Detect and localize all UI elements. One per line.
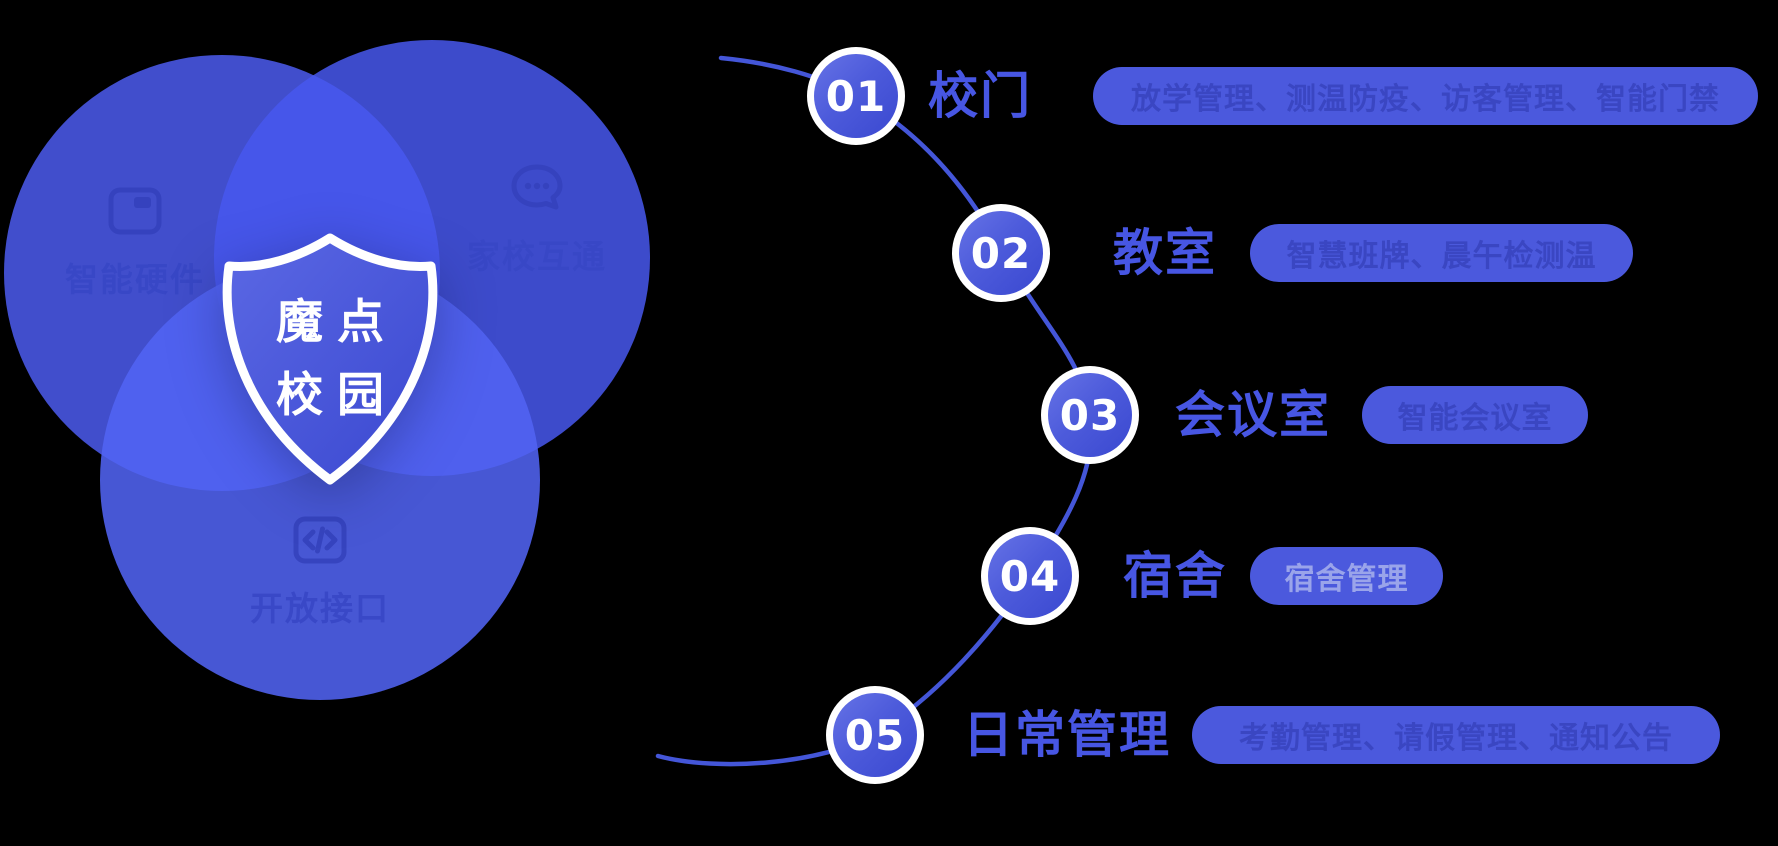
feature-text: 智能会议室: [1397, 401, 1553, 436]
scene-label-classroom: 教室: [1113, 224, 1217, 282]
timeline-step-circle-02: 02: [952, 204, 1050, 302]
timeline-step-circle-01: 01: [807, 47, 905, 145]
shield-title-line1: 魔点: [276, 295, 398, 350]
circle-label: 智能硬件: [65, 260, 205, 299]
scene-label-daily-management: 日常管理: [963, 706, 1171, 764]
shield-icon: [222, 233, 438, 485]
timeline-step-circle-04: 04: [981, 527, 1079, 625]
feature-text: 放学管理、测温防疫、访客管理、智能门禁: [1131, 82, 1720, 117]
step-number: 01: [825, 71, 887, 121]
feature-text: 考勤管理、请假管理、通知公告: [1239, 721, 1673, 756]
chat-bubble-icon: [511, 164, 563, 210]
feature-pill-dormitory: 宿舍管理: [1250, 547, 1443, 605]
shield-logo: 魔点 校园: [193, 222, 467, 496]
feature-pill-daily-management: 考勤管理、请假管理、通知公告: [1192, 706, 1720, 764]
feature-pill-gate: 放学管理、测温防疫、访客管理、智能门禁: [1093, 67, 1758, 125]
timeline-step-circle-03: 03: [1041, 366, 1139, 464]
feature-text: 宿舍管理: [1284, 562, 1409, 597]
scene-label-meeting-room: 会议室: [1175, 386, 1331, 444]
monitor-icon: [108, 187, 162, 235]
timeline-step-circle-05: 05: [826, 686, 924, 784]
code-api-icon: [293, 516, 347, 564]
circle-label: 开放接口: [250, 589, 390, 628]
step-number: 03: [1059, 390, 1121, 440]
caption-home-school: 家校互通: [457, 160, 617, 278]
step-number: 05: [844, 710, 906, 760]
feature-text: 智慧班牌、晨午检测温: [1286, 239, 1597, 274]
circle-label: 家校互通: [467, 237, 607, 276]
caption-open-api: 开放接口: [240, 512, 400, 630]
scene-label-gate: 校门: [928, 67, 1032, 125]
shield-title: 魔点 校园: [193, 222, 467, 496]
shield-title-line2: 校园: [276, 368, 398, 423]
feature-pill-meeting-room: 智能会议室: [1362, 386, 1588, 444]
step-number: 02: [970, 228, 1032, 278]
caption-hardware: 智能硬件: [55, 183, 215, 301]
feature-pill-classroom: 智慧班牌、晨午检测温: [1250, 224, 1633, 282]
scene-label-dormitory: 宿舍: [1123, 547, 1227, 605]
step-number: 04: [999, 551, 1061, 601]
